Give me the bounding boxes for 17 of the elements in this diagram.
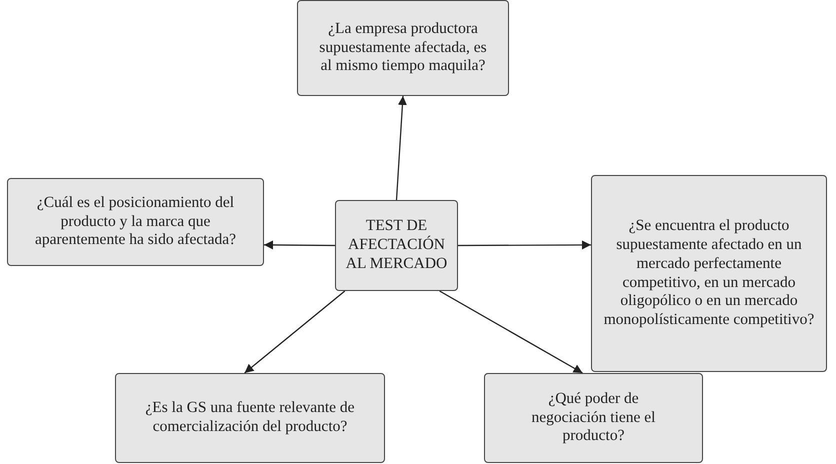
arrow [439, 290, 583, 374]
question-text: ¿Cuál es el posicionamiento del producto y la marca que aparentemente ha sido afectada? [34, 194, 237, 250]
question-box [484, 373, 703, 463]
center-box [335, 200, 458, 291]
arrow [396, 96, 407, 200]
question-text: ¿Qué poder de negociación tiene el producto? [530, 390, 656, 446]
question-text: ¿Se encuentra el producto supuestamente afectado en un mercado perfectamente competitivo, en un mercado oligopólico o en un mercado monopolísticamente competitivo? [602, 216, 816, 330]
question-box [7, 178, 264, 266]
question-box [115, 373, 385, 463]
question-text: ¿Es la GS una fuente relevante de comercialización del producto? [144, 399, 356, 437]
arrow [264, 240, 335, 250]
question-text: ¿La empresa productora supuestamente afectada, es al mismo tiempo maquila? [318, 20, 488, 76]
question-box [297, 0, 509, 96]
question-text: TEST DE AFECTACIÓN AL MERCADO [344, 217, 448, 274]
arrow [244, 290, 346, 374]
arrow [458, 240, 591, 250]
question-box [591, 175, 827, 372]
